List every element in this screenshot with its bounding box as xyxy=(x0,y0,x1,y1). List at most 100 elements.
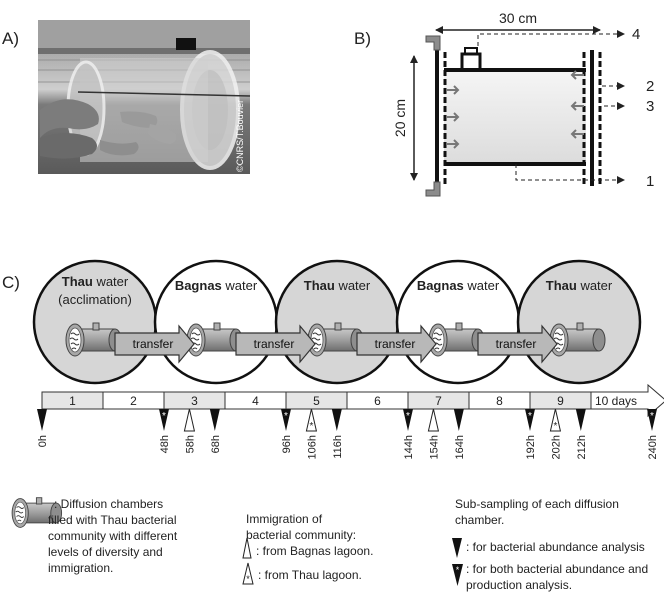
stage-2: Bagnas water xyxy=(153,259,279,385)
transfer-arrow-2: transfer xyxy=(235,324,316,364)
stage-title: Bagnas water xyxy=(175,278,258,293)
sampling-time-label: 48h xyxy=(159,435,171,453)
transfer-label: transfer xyxy=(133,337,174,351)
legend-from-bagnas: : from Bagnas lagoon. xyxy=(256,544,373,558)
sampling-time-label: 164h xyxy=(454,435,466,459)
sampling-star: * xyxy=(284,411,288,422)
immigration-time-label: 58h xyxy=(184,435,196,453)
callout-3: 3 xyxy=(646,98,654,115)
immigration-marker xyxy=(549,408,562,432)
timeline-day-label: 7 xyxy=(435,394,442,408)
sampling-marker xyxy=(281,409,291,431)
transfer-label: transfer xyxy=(496,337,537,351)
legend-open-star-glyph: * xyxy=(246,574,250,584)
sampling-time-label: 0h xyxy=(37,435,49,447)
transfer-arrow-shape xyxy=(356,324,437,364)
transfer-arrow-1: transfer xyxy=(114,324,195,364)
sampling-star: * xyxy=(650,411,654,422)
sampling-marker xyxy=(37,409,47,431)
transfer-arrow-shape xyxy=(235,324,316,364)
transfer-arrow-shape xyxy=(114,324,195,364)
timeline-day-label: 9 xyxy=(557,394,564,408)
sampling-marker xyxy=(403,409,413,431)
legend-both-line-2: production analysis. xyxy=(466,578,572,592)
timeline-day-label: 5 xyxy=(313,394,320,408)
legend-immigration-title-1: Immigration of xyxy=(246,512,323,526)
sampling-time-label: 116h xyxy=(332,435,344,459)
panel-label-a: A) xyxy=(2,29,19,48)
legend-both-line-1: : for both bacterial abundance and xyxy=(466,562,648,576)
timeline-day-label: 2 xyxy=(130,394,137,408)
timeline-day-label: 8 xyxy=(496,394,503,408)
sampling-time-label: 240h xyxy=(647,435,659,459)
sampling-marker xyxy=(525,409,535,431)
legend-chamber-line-4: levels of diversity and xyxy=(48,545,163,559)
legend-immigration-title-2: bacterial community: xyxy=(246,528,356,542)
callout-1: 1 xyxy=(646,173,654,190)
sampling-marker xyxy=(575,409,586,431)
clamp-top-icon xyxy=(425,35,441,51)
callout-2: 2 xyxy=(646,78,654,95)
legend-chamber-line-1: : Diffusion chambers xyxy=(54,497,163,511)
transfer-label: transfer xyxy=(254,337,295,351)
sampling-time-label: 144h xyxy=(403,435,415,459)
width-label: 30 cm xyxy=(499,10,537,26)
legend-chamber-line-3: community with different xyxy=(48,529,178,543)
legend-solid-star-glyph: * xyxy=(456,565,460,575)
sampling-time-label: 68h xyxy=(210,435,222,453)
immigration-marker xyxy=(427,408,440,432)
chamber-cap-icon xyxy=(176,38,196,50)
sampling-star: * xyxy=(406,411,410,422)
panel-label-c: C) xyxy=(2,273,20,292)
stage-title: Bagnas water xyxy=(417,278,500,293)
transfer-arrow-3: transfer xyxy=(356,324,437,364)
transfer-arrow-4: transfer xyxy=(477,324,558,364)
sampling-marker xyxy=(331,409,342,431)
timeline-day-label: 1 xyxy=(69,394,76,408)
stage-title: Thau water xyxy=(304,278,371,293)
stage-title: Thau water xyxy=(62,274,129,289)
height-label: 20 cm xyxy=(392,99,408,137)
legend: : Diffusion chambers filled with Thau ba… xyxy=(11,497,648,592)
stage-4: Bagnas water xyxy=(395,259,521,385)
sampling-star: * xyxy=(162,411,166,422)
chamber-schematic: 30 cm 20 cm 4 2 3 1 xyxy=(392,10,654,197)
legend-chamber-line-5: immigration. xyxy=(48,561,113,575)
stage-title: Thau water xyxy=(546,278,613,293)
sampling-star: * xyxy=(528,411,532,422)
sampling-time-label: 212h xyxy=(576,435,588,459)
sampling-time-label: 192h xyxy=(525,435,537,459)
legend-open-triangle-icon xyxy=(242,537,252,559)
immigration-time-label: 106h xyxy=(306,435,318,459)
timeline-day-label: 6 xyxy=(374,394,381,408)
sampling-marker xyxy=(453,409,464,431)
panel-label-b: B) xyxy=(354,29,371,48)
sampling-marker xyxy=(159,409,169,431)
legend-abundance: : for bacterial abundance analysis xyxy=(466,540,645,554)
stage-1: Thau water(acclimation) xyxy=(32,259,158,385)
legend-subsampling-title-2: chamber. xyxy=(455,513,504,527)
timeline-end-arrow xyxy=(590,383,664,418)
timeline-day-label: 4 xyxy=(252,394,259,408)
legend-from-thau: : from Thau lagoon. xyxy=(258,568,362,582)
immigration-time-label: 154h xyxy=(428,435,440,459)
photo-diffusion-chamber: ©CNRS/T.Bouvier xyxy=(38,20,251,174)
transfer-sequence: Thau water(acclimation) Bagnas water Thau … xyxy=(32,259,642,385)
timeline-end-label: 10 days xyxy=(595,394,637,408)
stage-3: Thau water xyxy=(274,259,400,385)
sampling-marker xyxy=(209,409,220,431)
photo-credit: ©CNRS/T.Bouvier xyxy=(235,100,245,172)
immigration-marker xyxy=(305,408,318,432)
legend-solid-star-triangle-icon xyxy=(452,564,463,586)
immigration-star: * xyxy=(553,421,557,432)
timeline-day-label: 3 xyxy=(191,394,198,408)
sampling-marker xyxy=(647,409,657,431)
immigration-star: * xyxy=(309,421,313,432)
transfer-label: transfer xyxy=(375,337,416,351)
stage-5: Thau water xyxy=(516,259,642,385)
immigration-marker xyxy=(183,408,196,432)
callout-4: 4 xyxy=(632,26,640,43)
legend-chamber-line-2: filled with Thau bacterial xyxy=(48,513,177,527)
